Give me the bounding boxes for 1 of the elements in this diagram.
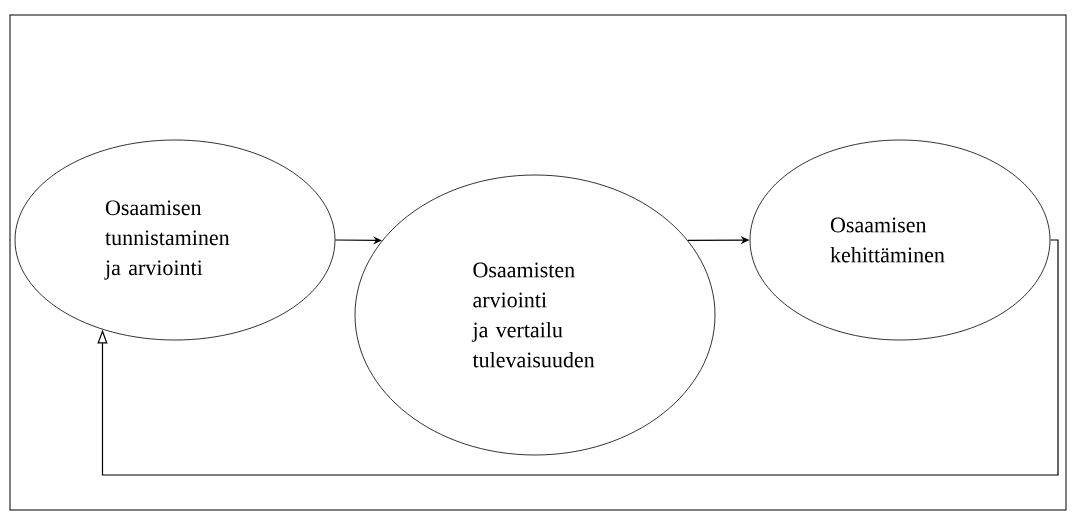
arrow bbox=[97, 239, 1059, 476]
